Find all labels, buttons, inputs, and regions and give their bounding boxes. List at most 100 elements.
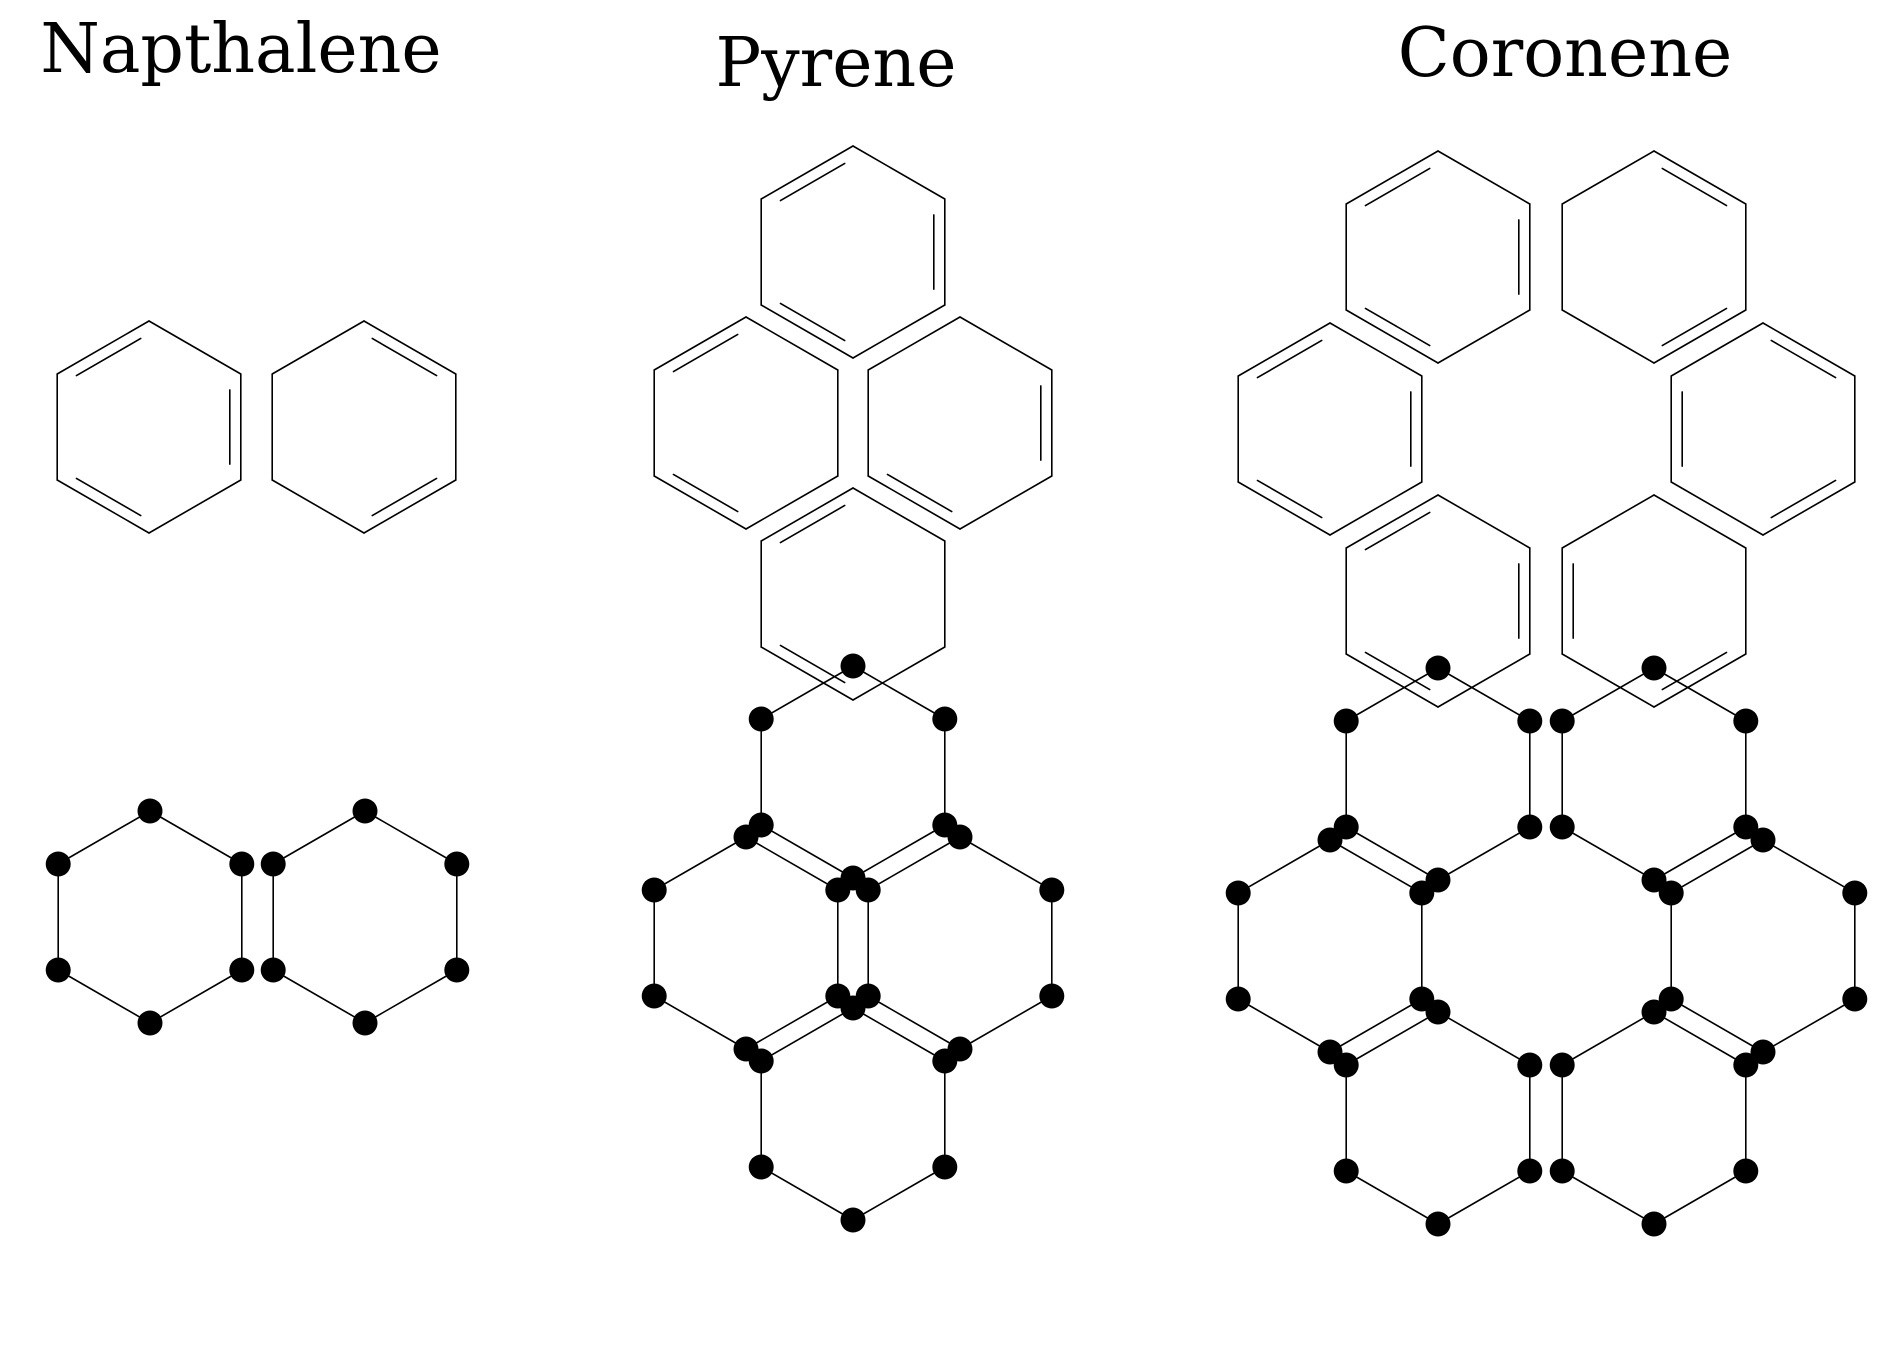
coronene-double-bond xyxy=(1364,307,1431,347)
coronene-graph-node xyxy=(1641,999,1667,1025)
pyrene-graph-edge xyxy=(760,1007,854,1062)
pyrene-graph-edge xyxy=(653,995,747,1050)
coronene-graph-node xyxy=(1641,655,1667,681)
pyrene-bond xyxy=(760,646,854,701)
coronene-graph-edge xyxy=(1670,839,1764,894)
coronene-graph-node xyxy=(1549,1158,1575,1184)
coronene-bond xyxy=(1653,309,1747,364)
coronene-graph-edge xyxy=(1345,667,1439,722)
coronene-graph-node xyxy=(1549,708,1575,734)
napthalene-graph-node xyxy=(352,1010,378,1036)
pyrene-graph-node xyxy=(825,877,851,903)
coronene-graph-edge xyxy=(1345,826,1439,881)
coronene-bond xyxy=(1329,481,1423,536)
coronene-graph-node xyxy=(1225,880,1251,906)
coronene-double-bond xyxy=(1770,339,1837,379)
napthalene-double-bond xyxy=(371,477,438,517)
pyrene-graph-edge xyxy=(852,1166,946,1221)
coronene-double-bond xyxy=(1364,167,1431,207)
coronene-bond xyxy=(1561,309,1655,364)
pyrene-double-bond xyxy=(779,162,846,202)
coronene-graph-edge xyxy=(1561,1011,1655,1066)
pyrene-graph-node xyxy=(947,824,973,850)
coronene-graph-node xyxy=(1333,708,1359,734)
coronene-bond xyxy=(1437,494,1531,549)
pyrene-bond xyxy=(959,316,1053,371)
coronene-graph-edge xyxy=(1437,1170,1531,1225)
napthalene-double-bond xyxy=(75,337,142,377)
coronene-bond xyxy=(1329,322,1423,377)
pyrene-graph-node xyxy=(840,653,866,679)
pyrene-graph-node xyxy=(840,1207,866,1233)
pyrene-graph-node xyxy=(932,706,958,732)
coronene-graph xyxy=(1225,655,1868,1237)
napthalene-bond xyxy=(363,320,457,375)
pyrene-graph-node xyxy=(932,1048,958,1074)
coronene-double-bond xyxy=(1256,339,1323,379)
coronene-bond xyxy=(1670,322,1764,377)
coronene-graph-node xyxy=(1225,986,1251,1012)
coronene-graph-edge xyxy=(1762,998,1856,1053)
coronene-graph-edge xyxy=(1653,667,1747,722)
coronene-bond xyxy=(1237,322,1331,377)
coronene-graph-node xyxy=(1733,1052,1759,1078)
coronene-graph-node xyxy=(1750,1039,1776,1065)
pyrene-graph-node xyxy=(641,877,667,903)
coronene-bond xyxy=(1345,309,1439,364)
pyrene-bond xyxy=(959,475,1053,530)
pyrene-graph-node xyxy=(748,1154,774,1180)
graph-representations xyxy=(45,653,1868,1237)
coronene-graph-node xyxy=(1333,1052,1359,1078)
coronene-graph-edge xyxy=(1653,1170,1747,1225)
coronene-structure xyxy=(1237,150,1856,708)
napthalene-bond xyxy=(56,320,150,375)
pyrene-double-bond xyxy=(672,333,739,373)
pyrene-bond xyxy=(867,316,961,371)
napthalene-graph-edge xyxy=(272,810,366,865)
coronene-bond xyxy=(1437,653,1531,708)
napthalene-graph-edge xyxy=(272,969,366,1024)
napthalene-bond xyxy=(271,320,365,375)
coronene-graph-node xyxy=(1409,880,1435,906)
pyrene-graph-node xyxy=(641,983,667,1009)
napthalene-graph-edge xyxy=(149,810,243,865)
pyrene-graph-node xyxy=(748,706,774,732)
coronene-graph-node xyxy=(1425,655,1451,681)
pyrene-double-bond xyxy=(779,302,846,342)
pyrene-graph-edge xyxy=(760,665,854,720)
coronene-graph-edge xyxy=(1237,998,1331,1053)
napthalene-bond xyxy=(363,479,457,534)
coronene-bond xyxy=(1561,494,1655,549)
napthalene-graph-node xyxy=(229,957,255,983)
coronene-graph-node xyxy=(1549,1052,1575,1078)
pyrene-graph-edge xyxy=(867,836,961,891)
coronene-graph-node xyxy=(1333,1158,1359,1184)
pyrene-graph-edge xyxy=(745,836,839,891)
napthalene-graph-node xyxy=(444,851,470,877)
coronene-double-bond xyxy=(1661,167,1728,207)
napthalene-graph-node xyxy=(444,957,470,983)
coronene-graph-node xyxy=(1842,986,1868,1012)
napthalene-bond xyxy=(148,320,242,375)
coronene-double-bond xyxy=(1770,479,1837,519)
coronene-graph-node xyxy=(1549,814,1575,840)
coronene-graph-edge xyxy=(1653,1011,1747,1066)
napthalene-bond xyxy=(148,479,242,534)
coronene-graph-edge xyxy=(1345,1170,1439,1225)
pyrene-bond xyxy=(745,475,839,530)
coronene-graph-node xyxy=(1641,867,1667,893)
pyrene-bond xyxy=(852,145,946,200)
coronene-graph-edge xyxy=(1437,667,1531,722)
pyrene-graph-node xyxy=(932,1154,958,1180)
coronene-bond xyxy=(1561,653,1655,708)
coronene-graph-node xyxy=(1425,999,1451,1025)
coronene-bond xyxy=(1653,653,1747,708)
coronene-double-bond xyxy=(1661,651,1728,691)
pyrene-graph-node xyxy=(1039,983,1065,1009)
pyrene-structure xyxy=(653,145,1053,701)
pyrene-graph-node xyxy=(748,1048,774,1074)
napthalene-graph-edge xyxy=(364,969,458,1024)
pyrene-graph xyxy=(641,653,1065,1233)
napthalene-graph-node xyxy=(137,1010,163,1036)
napthalene-bond xyxy=(271,479,365,534)
